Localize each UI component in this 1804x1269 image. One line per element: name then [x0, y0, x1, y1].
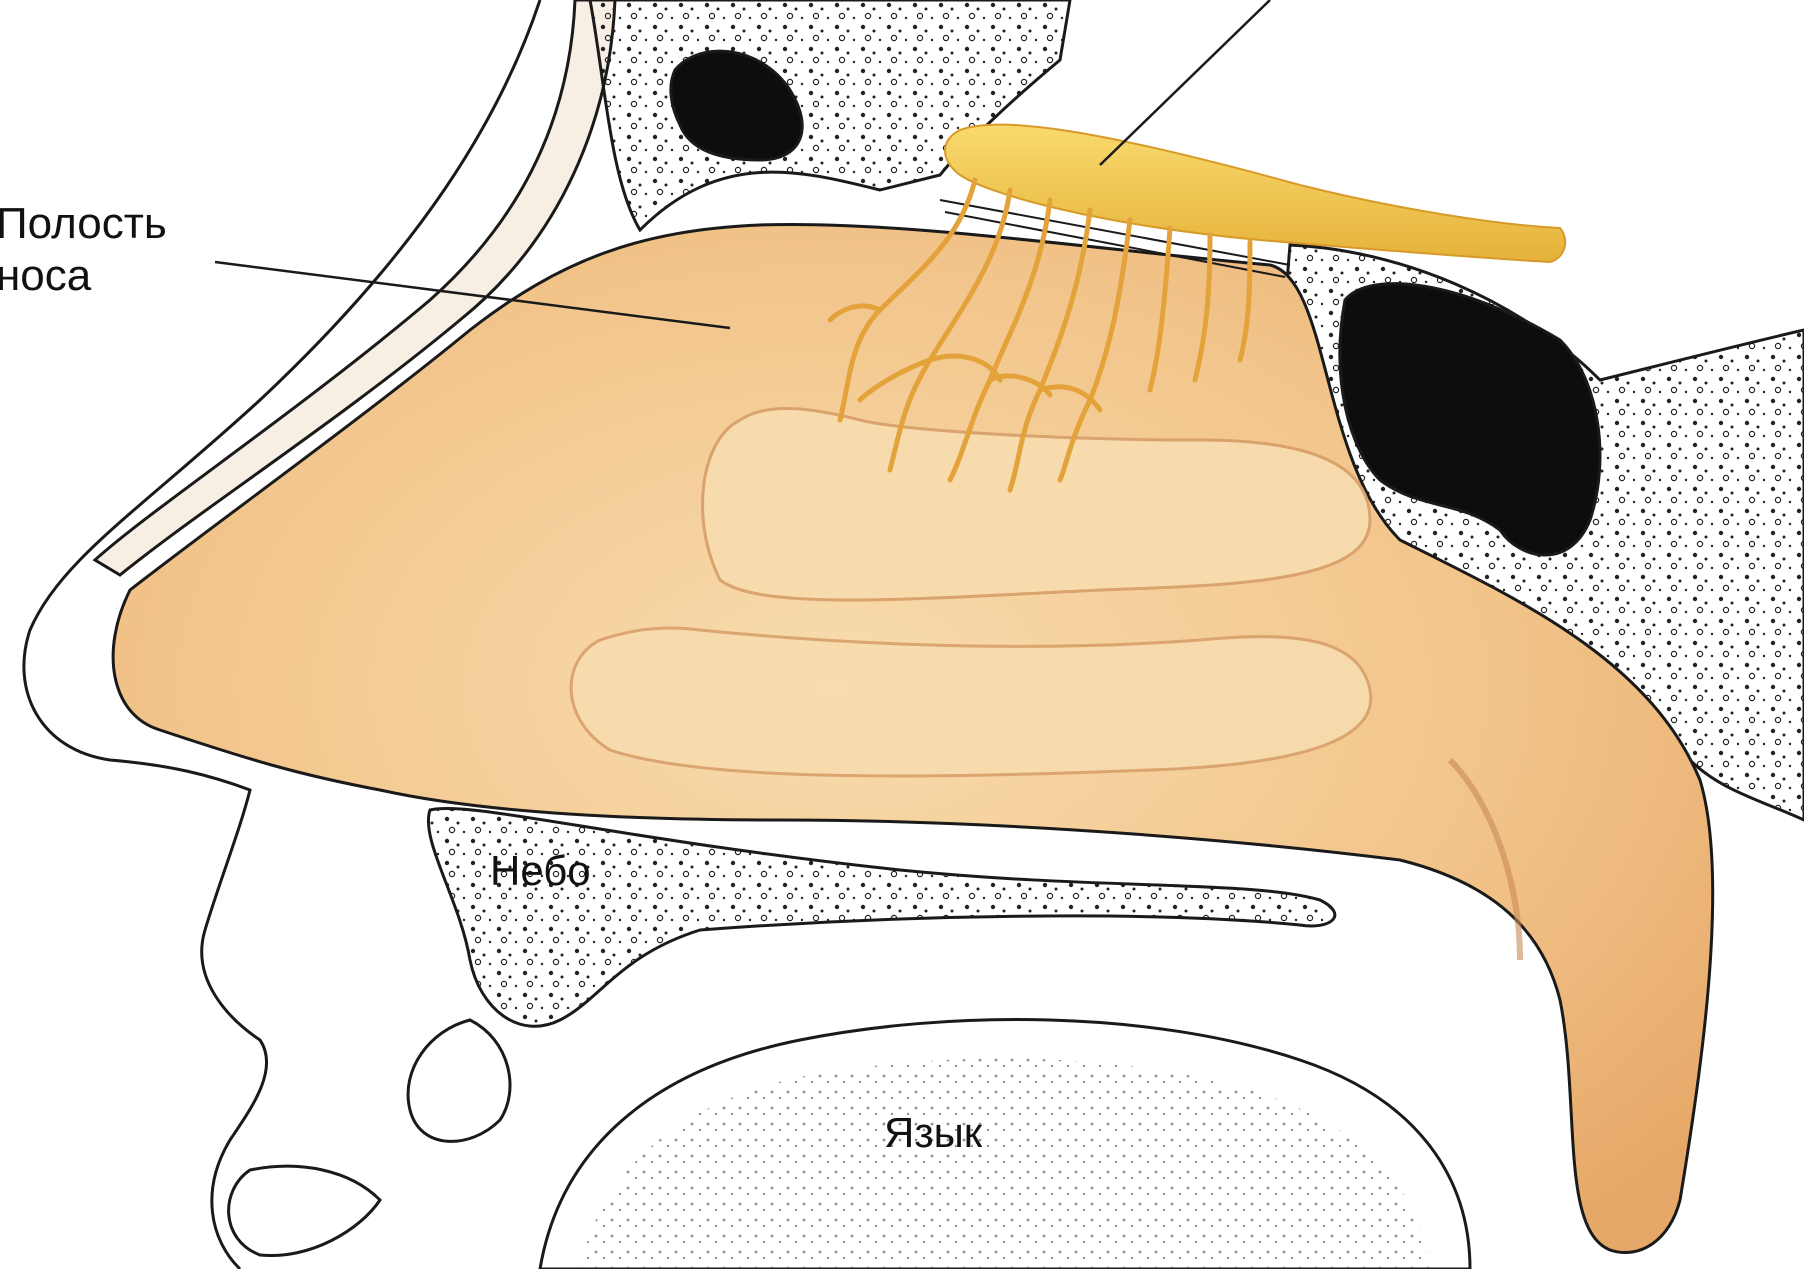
frontal-bone [590, 0, 1070, 230]
leader-line-olfactory-bulb [1100, 0, 1270, 165]
label-nasal-cavity: Полость носа [0, 198, 167, 302]
middle-concha [571, 628, 1371, 776]
label-nasal-cavity-line1: Полость [0, 198, 167, 250]
label-nasal-cavity-line2: носа [0, 250, 167, 302]
lower-lip [229, 1166, 380, 1255]
upper-lip [408, 1020, 510, 1141]
label-tongue: Язык [884, 1107, 982, 1159]
label-palate: Небо [490, 845, 591, 897]
hard-palate [428, 808, 1334, 1026]
